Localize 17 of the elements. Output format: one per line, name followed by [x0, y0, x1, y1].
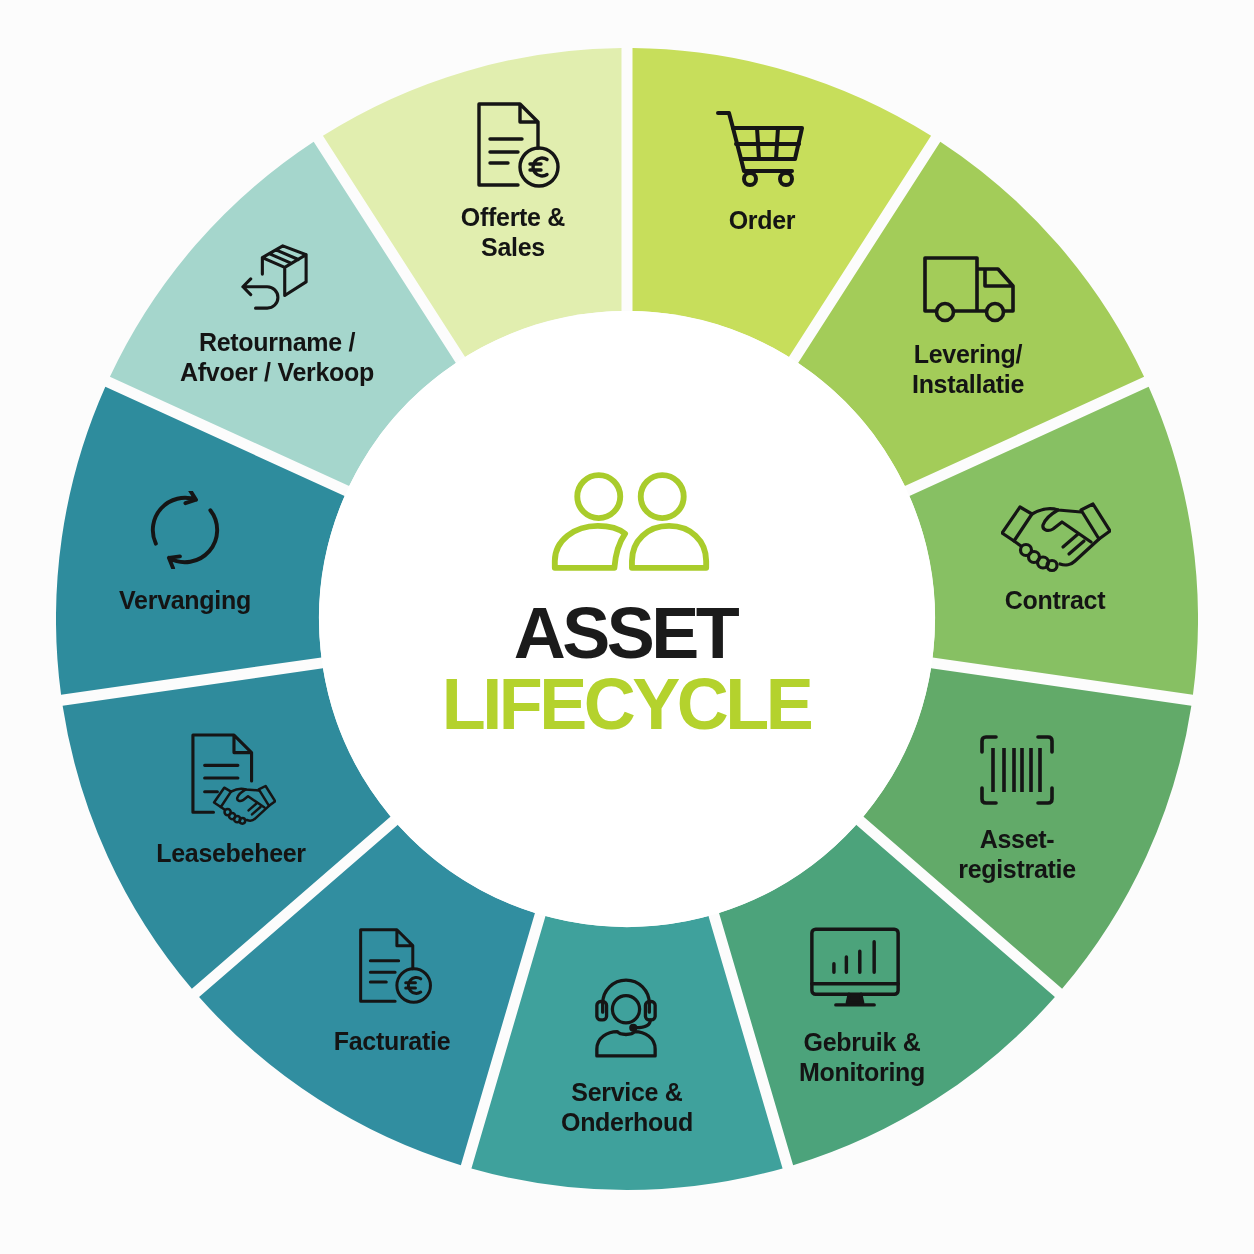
ring-segment: [863, 668, 1192, 989]
segment-label: Retourname / Afvoer / Verkoop: [179, 327, 375, 387]
segment-label: Gebruik & Monitoring: [797, 1027, 927, 1087]
segment-label: Contract: [1003, 585, 1107, 615]
ring-segment: [798, 141, 1145, 487]
segment-label: Order: [727, 205, 797, 235]
ring-segment: [471, 916, 783, 1190]
segment-label: Vervanging: [118, 585, 252, 615]
ring-segment: [62, 668, 391, 989]
ring-segment: [109, 141, 456, 487]
segment-label: Leasebeheer: [155, 838, 307, 868]
segment-label: Asset-registratie: [957, 824, 1077, 884]
segment-label: Service & Onderhoud: [560, 1077, 694, 1137]
segment-label: Offerte & Sales: [459, 202, 567, 262]
segment-label: Facturatie: [332, 1026, 452, 1056]
ring-segment: [56, 386, 345, 695]
segment-label: Levering/ Installatie: [911, 339, 1025, 399]
